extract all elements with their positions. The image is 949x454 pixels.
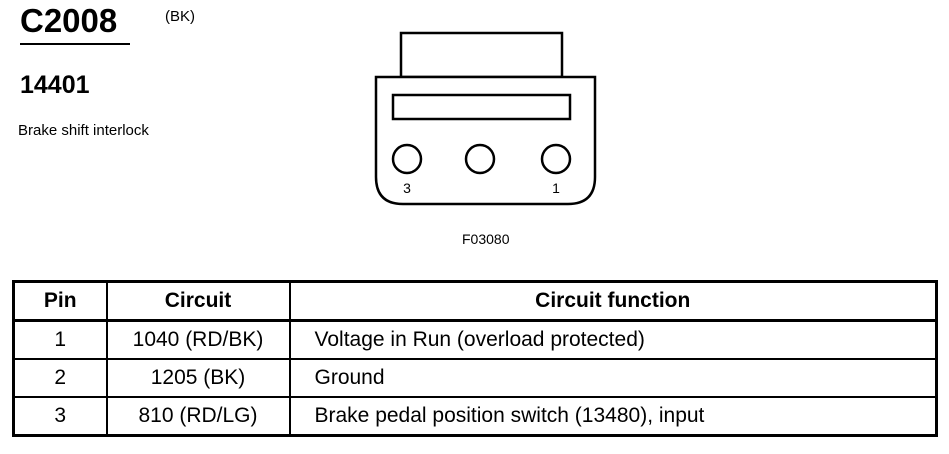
cell-circuit-function: Brake pedal position switch (13480), inp…: [288, 396, 938, 437]
connector-color: (BK): [165, 8, 195, 25]
cell-pin: 2: [12, 358, 108, 398]
cell-circuit: 810 (RD/LG): [105, 396, 291, 437]
connector-id: C2008: [20, 2, 118, 39]
connector-description: Brake shift interlock: [18, 122, 149, 139]
pin-cavity-1: [540, 143, 572, 175]
connector-latch: [399, 31, 564, 79]
table-row: 2 1205 (BK) Ground: [12, 358, 938, 398]
part-number: 14401: [20, 71, 90, 99]
pin-cavity-3: [391, 143, 423, 175]
table-row: 1 1040 (RD/BK) Voltage in Run (overload …: [12, 319, 938, 360]
cell-circuit-function: Ground: [288, 358, 938, 398]
table-header-row: Pin Circuit Circuit function: [12, 280, 938, 322]
cell-circuit: 1040 (RD/BK): [105, 319, 291, 360]
pin-assignment-table: Pin Circuit Circuit function 1 1040 (RD/…: [12, 280, 938, 437]
table-row: 3 810 (RD/LG) Brake pedal position switc…: [12, 396, 938, 437]
cell-pin: 1: [12, 319, 108, 360]
connector-face-diagram: 3 1: [374, 31, 597, 206]
pin-label-1: 1: [552, 180, 560, 196]
pin-label-3: 3: [403, 180, 411, 196]
header-circuit-function: Circuit function: [288, 280, 938, 322]
figure-reference: F03080: [462, 231, 510, 247]
header-pin: Pin: [12, 280, 108, 322]
header-circuit: Circuit: [105, 280, 291, 322]
pin-cavity-2: [464, 143, 496, 175]
connector-key-slot: [391, 93, 572, 121]
cell-circuit: 1205 (BK): [105, 358, 291, 398]
connector-id-underline: [20, 43, 130, 45]
cell-circuit-function: Voltage in Run (overload protected): [288, 319, 938, 360]
cell-pin: 3: [12, 396, 108, 437]
